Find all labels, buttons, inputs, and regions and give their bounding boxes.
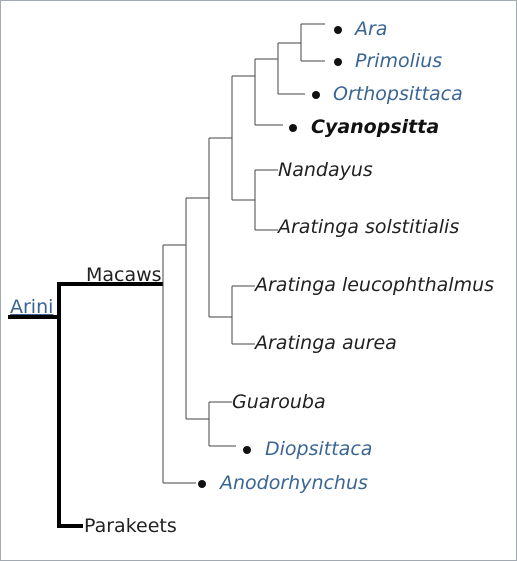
bullet-icon [312, 91, 320, 99]
bullet-icon [334, 26, 342, 34]
taxon-aratinga-leucophthalmus-label: Aratinga leucophthalmus [255, 274, 495, 296]
taxon-aratinga-solstitialis-label: Aratinga solstitialis [278, 216, 460, 238]
taxon-anodorhynchus-link[interactable]: Anodorhynchus [220, 472, 368, 494]
clade-macaws-label: Macaws [86, 264, 162, 286]
clade-arini-link[interactable]: Arini [10, 296, 54, 318]
taxon-nandayus-label: Nandayus [278, 159, 373, 181]
taxon-guarouba-label: Guarouba [232, 391, 326, 413]
clade-parakeets-label: Parakeets [84, 515, 177, 537]
bullet-icon [334, 58, 342, 66]
bullet-icon [243, 446, 251, 454]
taxon-aratinga-aurea-label: Aratinga aurea [255, 332, 397, 354]
bullet-icon [198, 480, 206, 488]
inner-branches [162, 23, 325, 484]
taxon-primolius-link[interactable]: Primolius [355, 50, 443, 72]
taxon-ara-link[interactable]: Ara [355, 18, 388, 40]
taxon-diopsittaca-link[interactable]: Diopsittaca [265, 438, 373, 460]
bullet-icon [289, 124, 297, 132]
taxon-orthopsittaca-link[interactable]: Orthopsittaca [333, 83, 463, 105]
root-branches [8, 282, 163, 528]
taxon-cyanopsitta-label: Cyanopsitta [311, 116, 440, 138]
